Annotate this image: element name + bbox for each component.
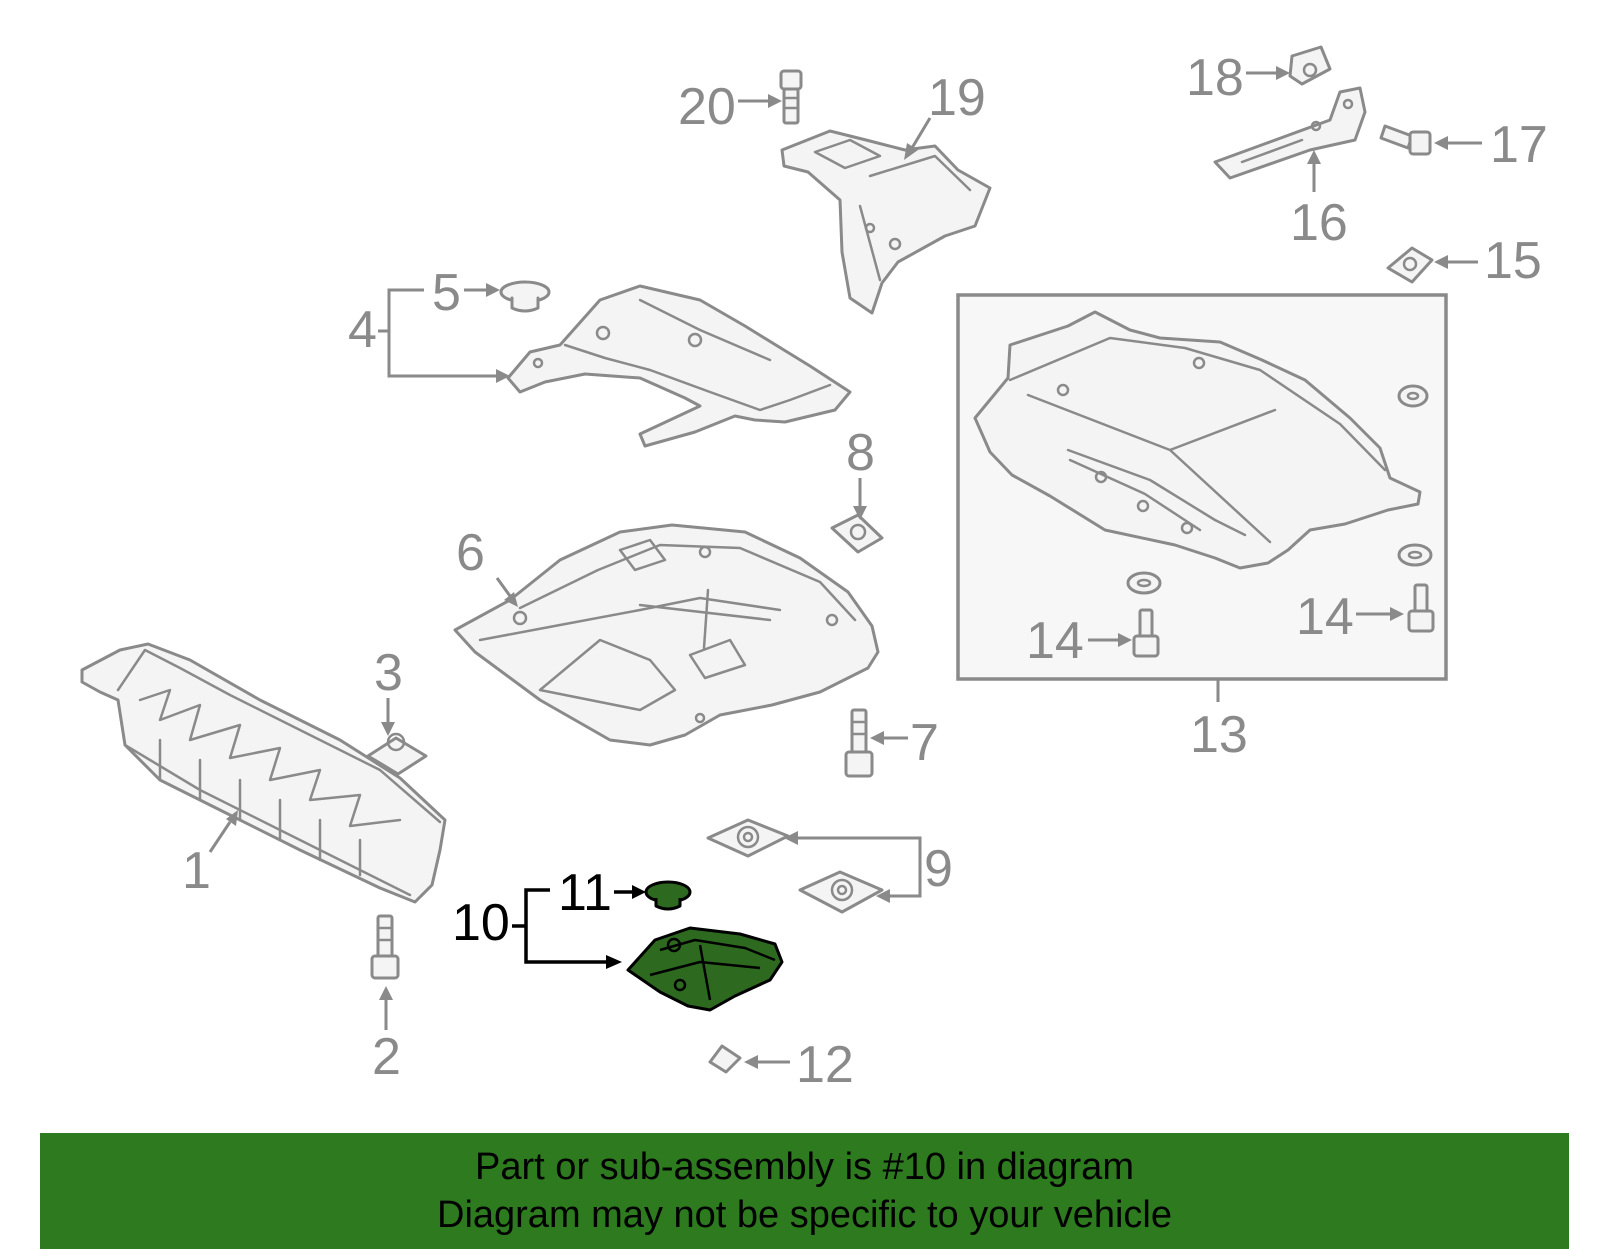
callout-1: 1 <box>182 842 211 900</box>
arrow-9a <box>784 831 798 845</box>
part-19-bracket[interactable] <box>780 129 992 315</box>
part-14-bolt-left[interactable] <box>1132 608 1160 658</box>
arrow-11 <box>632 885 646 899</box>
callout-17: 17 <box>1490 116 1548 174</box>
arrow-19 <box>904 143 918 160</box>
part-20-bolt[interactable] <box>779 69 803 125</box>
callout-18: 18 <box>1186 49 1244 107</box>
part-5-plug[interactable] <box>499 280 551 313</box>
part-13-main-shield[interactable] <box>973 310 1422 570</box>
arrow-8 <box>853 506 867 520</box>
callout-9: 9 <box>924 840 953 898</box>
footer-banner: Part or sub-assembly is #10 in diagram D… <box>40 1133 1569 1249</box>
callout-2: 2 <box>372 1028 401 1086</box>
part-13-washer-right[interactable] <box>1397 384 1429 408</box>
part-3-clip-nut[interactable] <box>366 732 428 776</box>
part-11-plug[interactable] <box>644 880 692 911</box>
part-9-clip-upper[interactable] <box>706 818 790 858</box>
arrow-4 <box>496 369 510 383</box>
arrow-9b <box>876 889 890 903</box>
callout-14a: 14 <box>1026 612 1084 670</box>
arrow-14b <box>1390 607 1404 621</box>
part-18-clip[interactable] <box>1288 45 1332 86</box>
arrow-18 <box>1276 66 1290 80</box>
part-13-washer-left[interactable] <box>1126 571 1162 595</box>
arrow-12 <box>744 1055 758 1069</box>
part-7-bolt[interactable] <box>844 708 874 778</box>
footer-line-2: Diagram may not be specific to your vehi… <box>437 1194 1172 1236</box>
arrow-20 <box>768 94 782 108</box>
part-10-skid-plate[interactable] <box>626 926 784 1012</box>
arrow-17 <box>1434 136 1448 150</box>
leader-6 <box>495 577 512 597</box>
callout-11: 11 <box>558 864 612 922</box>
part-17-bolt[interactable] <box>1379 124 1432 156</box>
part-15-clip-nut[interactable] <box>1386 246 1434 284</box>
callout-19: 19 <box>928 69 986 127</box>
callout-7: 7 <box>910 714 939 772</box>
arrow-14a <box>1118 633 1132 647</box>
arrow-1 <box>226 810 238 826</box>
callout-14b: 14 <box>1296 588 1354 646</box>
part-12-clip[interactable] <box>708 1044 742 1074</box>
part-14-bolt-right[interactable] <box>1407 583 1435 633</box>
arrow-15 <box>1434 255 1448 269</box>
callout-3: 3 <box>374 644 403 702</box>
arrow-5 <box>486 283 500 297</box>
arrow-10 <box>606 955 622 969</box>
arrow-3 <box>381 722 395 736</box>
arrow-7 <box>870 731 884 745</box>
part-6-shield[interactable] <box>453 523 880 747</box>
callout-16: 16 <box>1290 194 1348 252</box>
leader-19 <box>910 117 932 149</box>
callout-12: 12 <box>796 1036 854 1094</box>
arrow-16 <box>1307 150 1321 164</box>
callout-5: 5 <box>432 264 461 322</box>
leader-4 <box>387 288 498 378</box>
part-1-deflector[interactable] <box>80 642 447 904</box>
callout-20: 20 <box>678 78 736 136</box>
part-9-clip-lower[interactable] <box>798 870 884 914</box>
callout-13: 13 <box>1190 706 1248 764</box>
part-8-clip[interactable] <box>830 513 884 554</box>
part-16-bracket[interactable] <box>1213 86 1367 180</box>
part-2-bolt[interactable] <box>370 914 400 980</box>
part-4-shield[interactable] <box>506 284 852 448</box>
leader-9 <box>794 836 922 898</box>
arrow-2 <box>379 986 393 1000</box>
callout-4: 4 <box>348 301 377 359</box>
callout-15: 15 <box>1484 232 1542 290</box>
arrow-6 <box>504 592 518 607</box>
callout-6: 6 <box>456 524 485 582</box>
callout-8: 8 <box>846 424 875 482</box>
callout-10: 10 <box>452 894 510 952</box>
part-13-washer-right-lower[interactable] <box>1397 543 1433 567</box>
footer-line-1: Part or sub-assembly is #10 in diagram <box>475 1146 1134 1188</box>
leader-1 <box>208 821 232 853</box>
